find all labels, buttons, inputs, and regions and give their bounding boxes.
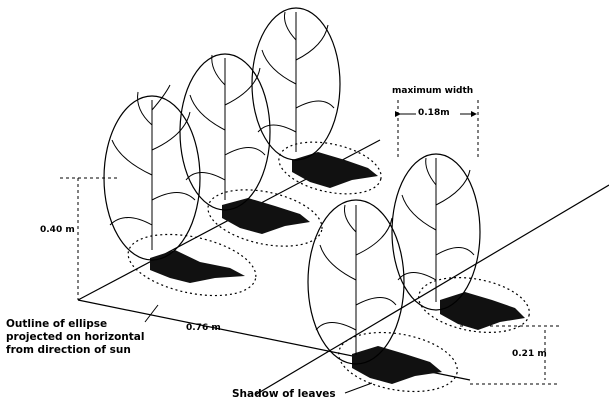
leaf-shadow-5 (440, 292, 525, 330)
corn-plant-2 (186, 55, 265, 200)
ellipse-caption-line3: from direction of sun (6, 344, 144, 357)
leaf-shadow-4 (352, 346, 442, 384)
leaf-shadow-2 (222, 198, 310, 234)
max-width-title: maximum width (392, 86, 473, 96)
corn-plant-4 (316, 205, 396, 355)
ellipse-caption: Outline of ellipse projected on horizont… (6, 318, 144, 357)
shadow-caption: Shadow of leaves (232, 388, 336, 401)
height-value: 0.40 m (40, 225, 75, 235)
plant-spacing-value: 0.21 m (512, 349, 547, 359)
ellipse-caption-line1: Outline of ellipse (6, 318, 144, 331)
caption-leaders (145, 305, 372, 393)
ellipse-caption-line2: projected on horizontal (6, 331, 144, 344)
corn-plant-5 (398, 158, 474, 302)
shadow-caption-leader (345, 383, 372, 393)
max-width-value: 0.18m (418, 108, 450, 118)
leaf-shadow-3 (292, 152, 378, 188)
corn-plants (110, 12, 474, 355)
row-spacing-value: 0.76 m (186, 323, 221, 333)
leaf-shadow-1 (150, 240, 245, 283)
